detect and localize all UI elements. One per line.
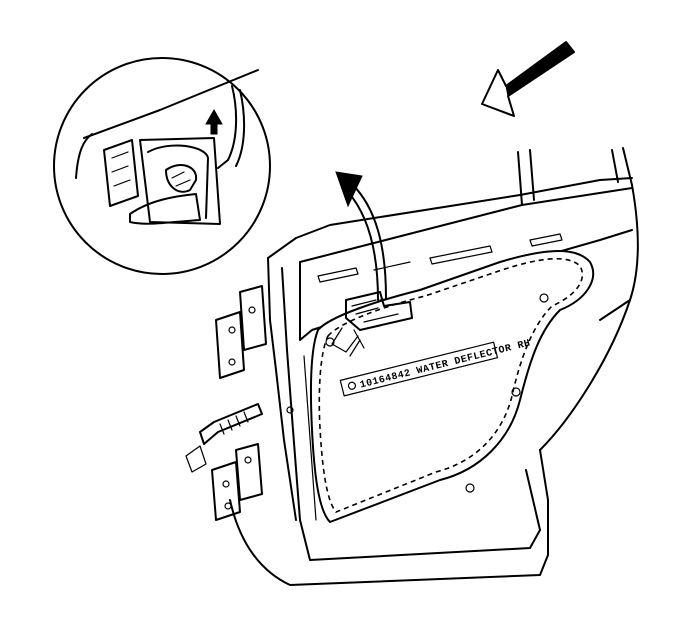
door-shell (229, 147, 639, 586)
water-deflector (286, 250, 595, 523)
removal-direction-arrow (335, 171, 387, 301)
door-check-strap (185, 403, 263, 473)
inside-handle-assembly (331, 291, 413, 357)
detail-inset (53, 57, 271, 275)
view-direction-arrow (481, 41, 575, 117)
upper-hinge (215, 285, 267, 379)
lower-hinge (211, 443, 263, 521)
